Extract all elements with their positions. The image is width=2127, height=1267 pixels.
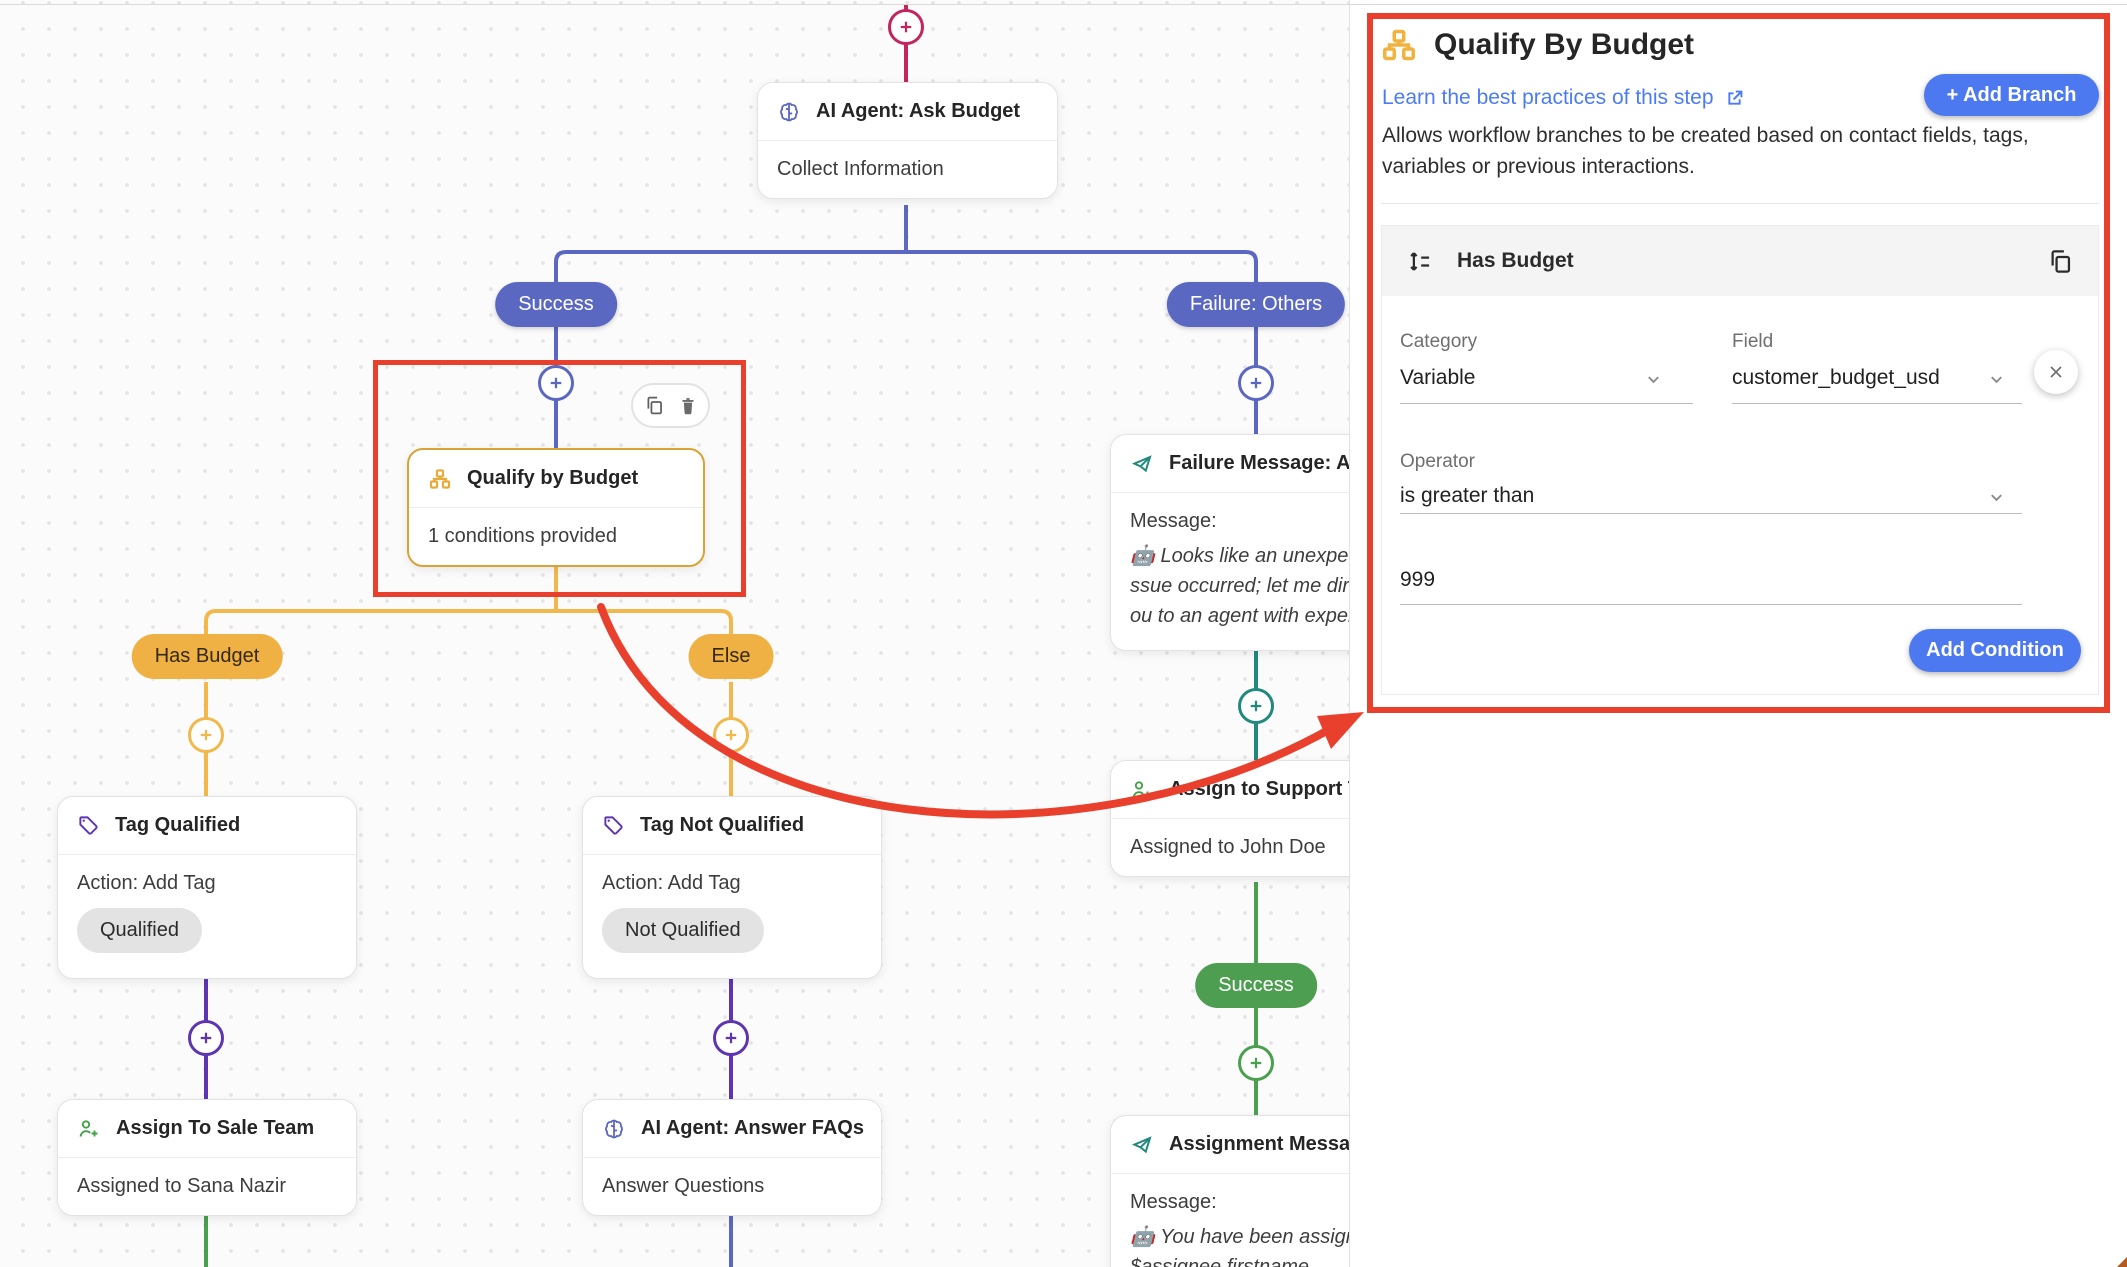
underline: [1400, 604, 2022, 605]
add-step-button[interactable]: [1238, 365, 1274, 401]
node-assignment-message[interactable]: Assignment Message Message: 🤖 You have b…: [1110, 1115, 1350, 1267]
message-line: ou to an agent with expert: [1130, 605, 1350, 627]
branch-badge-has-budget: Has Budget: [131, 634, 283, 679]
copy-branch-icon[interactable]: [2047, 248, 2074, 275]
node-action-text: Action: Add Tag: [602, 872, 741, 894]
node-assign-to-support-team[interactable]: Assign to Support Tea Assigned to John D…: [1110, 760, 1349, 877]
person-add-icon: [77, 1117, 101, 1141]
underline: [1400, 513, 2022, 514]
add-step-button[interactable]: [888, 9, 924, 45]
branch-icon: [428, 467, 452, 491]
tag-chip: Qualified: [77, 908, 202, 953]
external-link-icon: [1724, 88, 1745, 109]
node-action-text: Action: Add Tag: [77, 872, 216, 894]
node-title: Tag Qualified: [115, 814, 241, 836]
underline: [1732, 403, 2022, 404]
add-step-button[interactable]: [188, 717, 224, 753]
message-line: 🤖 Looks like an unexpect: [1130, 545, 1350, 567]
underline: [1400, 403, 1693, 404]
top-border-line: [0, 4, 2127, 5]
branch-icon: [1380, 26, 1418, 64]
message-line: $assignee.firstname: [1130, 1256, 1309, 1267]
node-ai-agent-answer-faqs[interactable]: AI Agent: Answer FAQs Answer Questions: [582, 1099, 882, 1216]
message-line: 🤖 You have been assigne: [1130, 1226, 1350, 1248]
node-assign-to-sale-team[interactable]: Assign To Sale Team Assigned to Sana Naz…: [57, 1099, 357, 1216]
branch-badge-else: Else: [688, 634, 774, 679]
step-description: Allows workflow branches to be created b…: [1382, 124, 2029, 178]
node-title: Qualify by Budget: [467, 467, 639, 489]
condition-value-input[interactable]: 999: [1400, 568, 1436, 591]
send-icon: [1130, 1133, 1154, 1157]
send-icon: [1130, 452, 1154, 476]
add-step-button[interactable]: [1238, 1045, 1274, 1081]
sort-handle-icon[interactable]: [1406, 248, 1433, 275]
node-title: Tag Not Qualified: [640, 814, 805, 836]
add-condition-button[interactable]: Add Condition: [1909, 629, 2081, 672]
branch-header: Has Budget: [1382, 226, 2098, 296]
node-title: Assignment Message: [1169, 1133, 1350, 1155]
node-body: 1 conditions provided: [428, 525, 618, 547]
tag-chip: Not Qualified: [602, 908, 764, 953]
node-tag-qualified[interactable]: Tag Qualified Action: Add Tag Qualified: [57, 796, 357, 979]
node-body: Assigned to John Doe: [1130, 836, 1326, 858]
add-step-button[interactable]: [1238, 688, 1274, 724]
tag-icon: [602, 814, 625, 837]
branch-badge-failure-others: Failure: Others: [1166, 282, 1346, 327]
message-label: Message:: [1130, 1191, 1217, 1213]
branch-badge-success: Success: [495, 282, 617, 327]
node-body: Collect Information: [777, 158, 944, 180]
node-failure-message[interactable]: Failure Message: Assi Message: 🤖 Looks l…: [1110, 434, 1350, 651]
branch-condition-card: Has Budget Category Variable Field custo…: [1381, 225, 2099, 695]
remove-condition-button[interactable]: [2034, 350, 2078, 394]
node-body: Assigned to Sana Nazir: [77, 1175, 287, 1197]
best-practices-link[interactable]: Learn the best practices of this step: [1382, 86, 1745, 110]
message-line: ssue occurred; let me dire: [1130, 575, 1350, 597]
add-step-button[interactable]: [713, 717, 749, 753]
tag-icon: [77, 814, 100, 837]
node-title: AI Agent: Ask Budget: [816, 100, 1021, 122]
operator-select[interactable]: is greater than: [1400, 484, 1535, 507]
chevron-down-icon[interactable]: [1987, 370, 2006, 394]
category-select[interactable]: Variable: [1400, 366, 1476, 389]
category-label: Category: [1400, 331, 1478, 352]
workflow-canvas[interactable]: AI Agent: Ask Budget Collect Information…: [0, 0, 1350, 1267]
node-toolbar: [631, 383, 710, 428]
delete-node-button[interactable]: [678, 396, 698, 416]
field-select[interactable]: customer_budget_usd: [1732, 366, 1940, 389]
brain-icon: [777, 100, 801, 124]
node-title: Failure Message: Assi: [1169, 452, 1350, 474]
copy-node-button[interactable]: [644, 395, 665, 416]
chevron-down-icon[interactable]: [1644, 370, 1663, 394]
divider: [1381, 203, 2099, 204]
message-label: Message:: [1130, 510, 1217, 532]
node-body: Answer Questions: [602, 1175, 765, 1197]
operator-label: Operator: [1400, 451, 1475, 472]
step-settings-panel: Qualify By Budget Learn the best practic…: [1350, 0, 2127, 1267]
node-tag-not-qualified[interactable]: Tag Not Qualified Action: Add Tag Not Qu…: [582, 796, 882, 979]
node-ai-agent-ask-budget[interactable]: AI Agent: Ask Budget Collect Information: [757, 82, 1058, 199]
add-branch-button[interactable]: + Add Branch: [1924, 74, 2099, 116]
brain-icon: [602, 1117, 626, 1141]
node-title: Assign to Support Tea: [1169, 778, 1349, 800]
node-qualify-by-budget[interactable]: Qualify by Budget 1 conditions provided: [407, 448, 705, 567]
branch-name: Has Budget: [1457, 249, 1574, 272]
add-step-button[interactable]: [713, 1020, 749, 1056]
chevron-down-icon[interactable]: [1987, 488, 2006, 512]
node-title: AI Agent: Answer FAQs: [641, 1117, 864, 1139]
field-label: Field: [1732, 331, 1774, 352]
panel-title: Qualify By Budget: [1434, 28, 1695, 61]
add-step-button[interactable]: [188, 1020, 224, 1056]
person-add-icon: [1130, 778, 1154, 802]
add-step-button[interactable]: [538, 365, 574, 401]
node-title: Assign To Sale Team: [116, 1117, 315, 1139]
branch-badge-success-green: Success: [1195, 963, 1317, 1008]
corner-artifact: [2117, 1257, 2127, 1267]
